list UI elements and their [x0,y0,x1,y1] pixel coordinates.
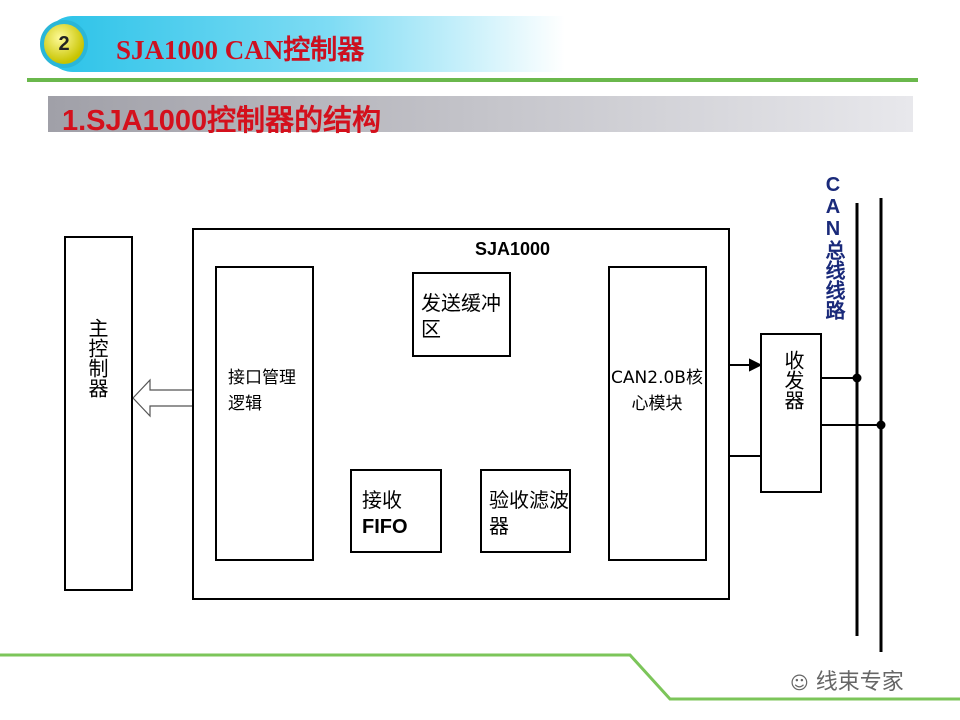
sja1000-label: SJA1000 [475,239,551,259]
can-bus-label: CAN总线线路 [822,174,844,320]
host-controller-label: 主控制器 [85,318,109,398]
section-badge: 2 [40,20,88,68]
subtitle: 1.SJA1000控制器的结构 [62,105,382,137]
divider [27,78,918,82]
acceptance-filter-box [480,469,571,553]
tx-line-arrow [749,358,763,372]
footer-line [0,653,960,701]
interface-logic-box [215,266,314,561]
subtitle-bar [48,96,913,132]
header-banner [45,16,565,72]
interface-logic-label: 接口管理逻辑 [228,368,296,414]
tx-buffer-label: 发送缓冲区 [421,291,501,341]
watermark-text: 线束专家 [815,670,904,695]
slide-title: SJA1000 CAN控制器 [116,35,365,65]
transceiver-label: 收发器 [781,350,805,410]
rx-fifo-label-2: FIFO [362,516,408,538]
rx-fifo-box [350,469,442,553]
host-controller-box [64,236,133,591]
can-core-label: CAN2.0B核心模块 [611,368,703,414]
can-core-box [608,266,707,561]
tx-buffer-box [412,272,511,357]
rx-fifo-label-1: 接收 [362,488,402,512]
wechat-icon: ☺ [790,673,809,694]
watermark: ☺ 线束专家 [790,664,904,696]
transceiver-box [760,333,822,493]
acceptance-filter-label: 验收滤波器 [489,488,569,538]
